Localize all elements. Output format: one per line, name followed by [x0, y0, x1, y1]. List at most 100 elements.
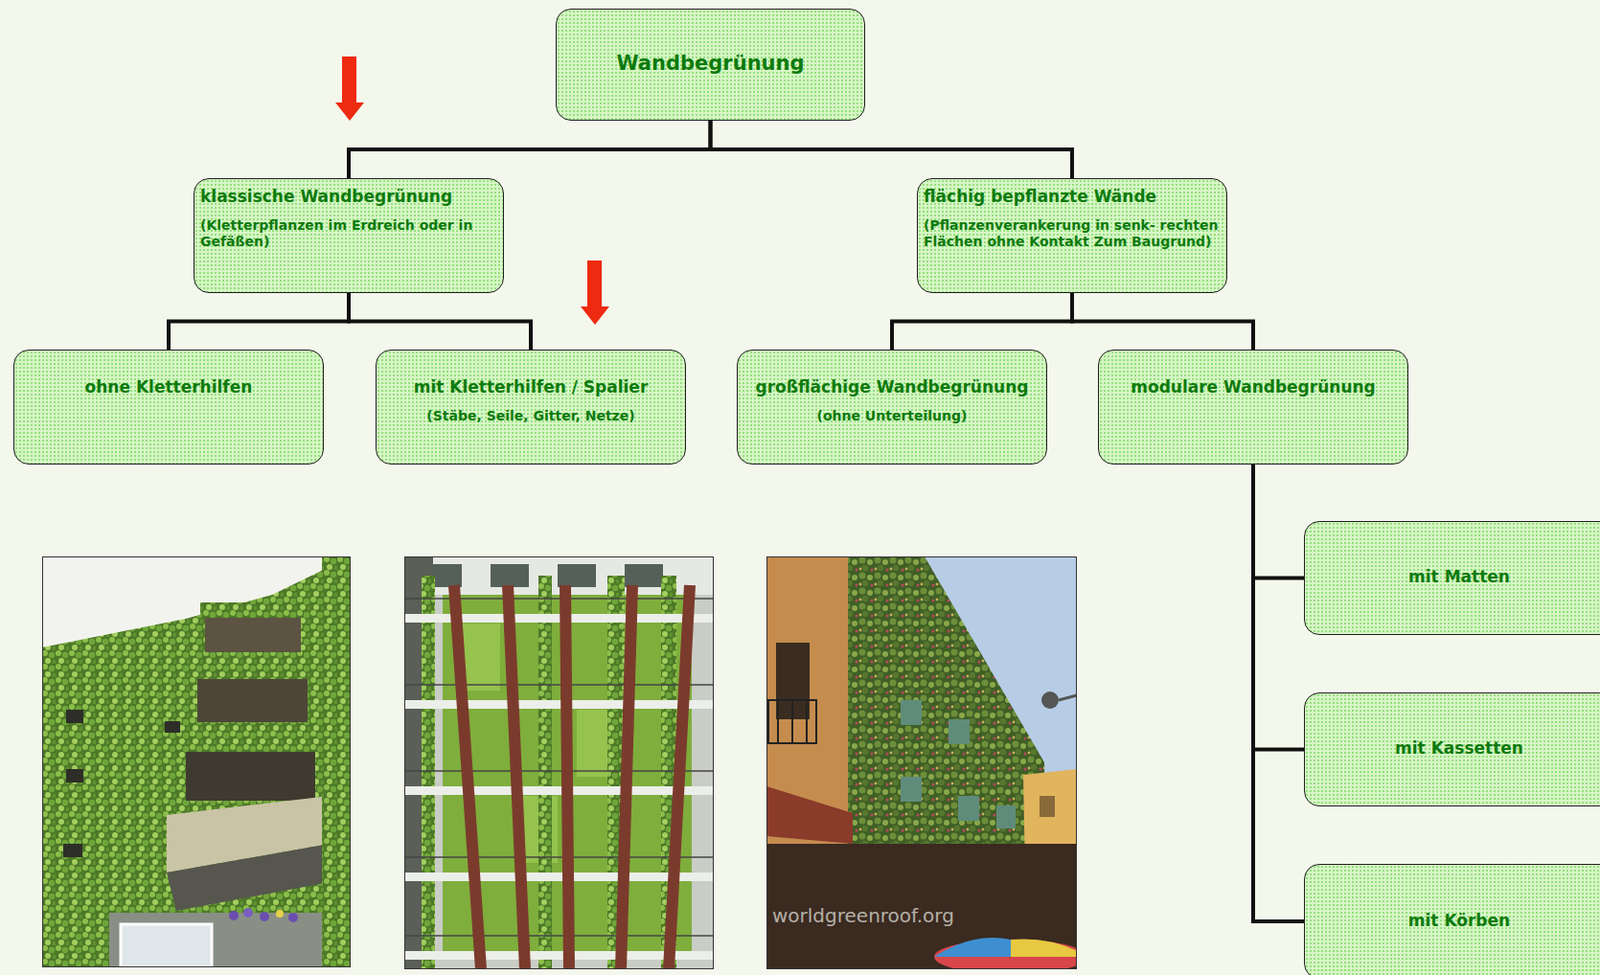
- tree-connector: [1253, 464, 1304, 751]
- box-heading: mit Körben: [1408, 911, 1510, 931]
- watermark: worldgreenroof.org: [772, 904, 955, 928]
- photo-climbing-aids: [404, 684, 714, 686]
- box-heading: Wandbegrünung: [616, 51, 804, 76]
- photo-planted-wall: [766, 786, 853, 845]
- photo-ivy-facade: [275, 910, 284, 918]
- photo-planted-wall: [1041, 691, 1059, 709]
- photo-climbing-aids: [404, 556, 714, 970]
- red-arrow: [335, 56, 365, 121]
- photo-ivy-facade: [66, 709, 84, 724]
- photo-planted-wall: [805, 700, 808, 744]
- tree-connector: [348, 293, 531, 350]
- tree-connector: [1253, 464, 1304, 922]
- photo-climbing-aids: [404, 556, 714, 970]
- red-arrow: [580, 260, 610, 325]
- red-arrow: [335, 102, 365, 121]
- photo-planted-wall: [791, 700, 794, 744]
- box-note: (Stäbe, Seile, Gitter, Netze): [426, 408, 635, 425]
- photo-planted-wall: [948, 719, 970, 745]
- box-heading: ohne Kletterhilfen: [85, 377, 253, 397]
- box-note: (Pflanzenverankerung in senk- rechten Fl…: [923, 217, 1221, 251]
- category-box: mit Matten: [1303, 521, 1600, 636]
- photo-climbing-aids: [404, 786, 714, 796]
- category-box: mit Kassetten: [1303, 692, 1600, 807]
- category-box: modulare Wandbegrünung: [1097, 349, 1409, 465]
- photo-planted-wall: [766, 556, 1088, 975]
- photo-ivy-facade: [120, 924, 212, 968]
- photo-ivy-facade: [66, 769, 84, 783]
- red-arrow: [580, 306, 610, 325]
- photo-climbing-aids: [624, 564, 663, 588]
- photo-climbing-aids: [405, 557, 714, 970]
- photo-ivy-facade: [181, 736, 320, 753]
- photo-climbing-aids: [454, 585, 481, 970]
- category-box: flächig bepflanzte Wände(Pflanzenveranke…: [916, 178, 1228, 294]
- photo-ivy-facade: [197, 676, 308, 723]
- photo-climbing-aids: [404, 556, 714, 970]
- photo-planted-wall: [767, 557, 1077, 970]
- tree-connector: [1253, 464, 1304, 579]
- photo-ivy-facade: [43, 557, 351, 968]
- photo-climbing-aids: [620, 585, 633, 970]
- photo-ivy-facade: [42, 556, 351, 968]
- photo-climbing-aids: [565, 585, 570, 970]
- photo-ivy-facade: [205, 614, 301, 653]
- photo-climbing-aids: [668, 585, 690, 970]
- photo-ivy-facade: [321, 556, 351, 968]
- box-heading: mit Kassetten: [1394, 738, 1524, 758]
- photo-climbing-aids: [557, 564, 596, 588]
- tree-connector: [168, 293, 349, 350]
- category-box: mit Kletterhilfen / Spalier (Stäbe, Seile…: [375, 349, 686, 465]
- tree-connector: [891, 293, 1073, 350]
- box-heading: mit Kletterhilfen / Spalier: [413, 377, 649, 397]
- photo-planted-wall: [766, 556, 1077, 970]
- photo-climbing-aids: [404, 872, 714, 882]
- photo-ivy-facade: [42, 556, 351, 968]
- photo-climbing-aids: [490, 564, 529, 588]
- photo-ivy-facade: [63, 844, 83, 858]
- category-box: ohne Kletterhilfen: [13, 349, 324, 465]
- photo-climbing-aids: [404, 856, 714, 859]
- photo-climbing-aids: [404, 770, 714, 773]
- photo-planted-wall: [900, 700, 922, 726]
- photo-ivy-facade: [164, 721, 181, 733]
- photo-planted-wall: [766, 556, 1088, 975]
- photo-planted-wall: [768, 700, 817, 744]
- box-heading: großflächige Wandbegrünung: [755, 377, 1029, 397]
- photo-ivy-facade: [42, 556, 351, 968]
- photo-climbing-aids: [404, 700, 714, 709]
- photo-climbing-aids: [461, 623, 501, 691]
- red-arrow: [587, 260, 602, 309]
- photo-ivy-facade: [109, 913, 340, 968]
- red-arrow: [342, 56, 357, 105]
- box-heading: mit Matten: [1408, 567, 1510, 587]
- photo-ivy-facade: [288, 913, 298, 923]
- photo-planted-wall: [958, 796, 980, 822]
- photo-planted-wall: [934, 937, 1011, 958]
- photo-climbing-aids: [538, 575, 552, 970]
- photo-ivy-facade: [259, 912, 270, 922]
- category-box: klassische Wandbegrünung (Kletterpflanzen…: [193, 178, 504, 294]
- tree-connector: [1072, 293, 1254, 350]
- photo-climbing-aids: [421, 575, 435, 970]
- box-note: (Kletterpflanzen im Erdreich oder in Gef…: [200, 217, 498, 251]
- category-box: großflächige Wandbegrünung (ohne Untertei…: [736, 349, 1048, 465]
- photo-ivy-facade: [42, 556, 351, 968]
- photo-ivy-facade: [243, 908, 253, 918]
- category-box: Wandbegrünung: [555, 8, 866, 121]
- tree-connector: [348, 120, 711, 179]
- photo-planted-wall: [1039, 796, 1055, 818]
- photo-ivy-facade: [228, 911, 239, 921]
- photo-ivy-facade: [200, 602, 308, 618]
- box-note: (ohne Unterteilung): [817, 408, 968, 425]
- photo-planted-wall: [996, 805, 1016, 829]
- category-box: mit Körben: [1303, 864, 1600, 975]
- photo-ivy-facade: [190, 663, 311, 680]
- photo-ivy-facade: [166, 844, 330, 912]
- box-heading: klassische Wandbegrünung: [200, 186, 453, 206]
- box-heading: modulare Wandbegrünung: [1130, 377, 1376, 397]
- photo-planted-wall: [777, 700, 779, 744]
